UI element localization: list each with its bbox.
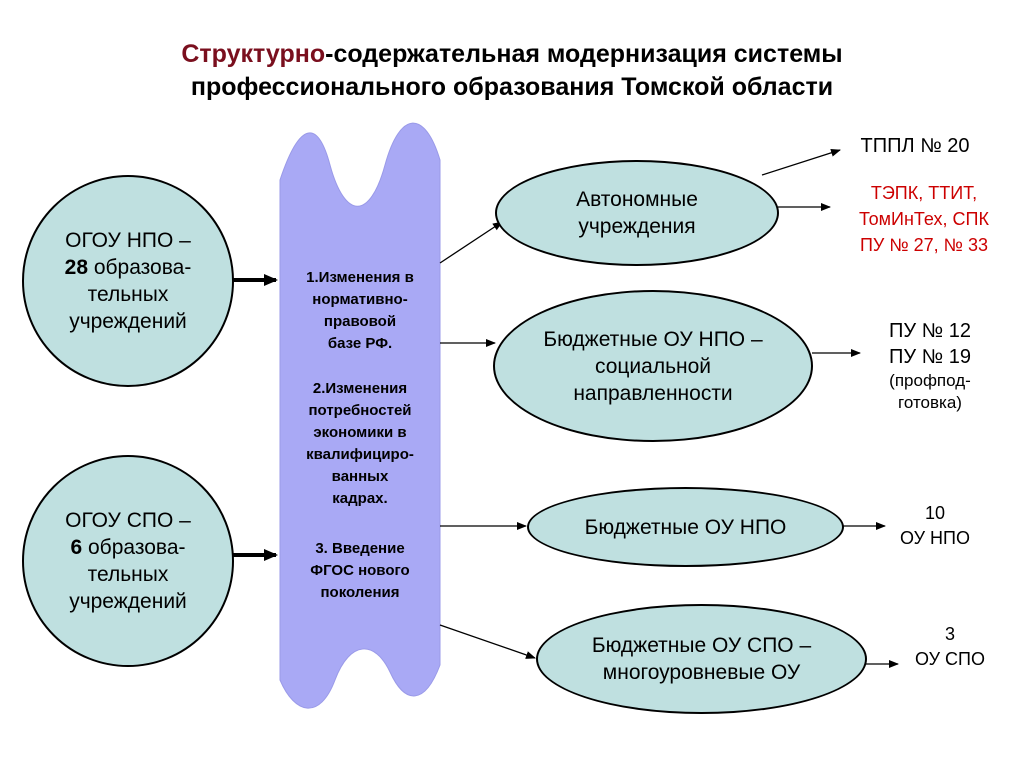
npo-count-line: ОУ НПО <box>900 528 970 548</box>
banner-item-2-line: кадрах. <box>332 490 388 507</box>
title-accent: Структурно <box>181 40 326 68</box>
title-rest: -содержательная модернизация системы <box>325 40 843 68</box>
banner-item-1: 1.Изменения в нормативно- правовой базе … <box>282 267 438 355</box>
budget-spo-line: многоуровневые ОУ <box>602 661 801 684</box>
budget-npo-line: Бюджетные ОУ НПО <box>584 515 787 539</box>
banner-item-1-line: нормативно- <box>312 291 408 308</box>
npo-line-1: ОГОУ НПО – <box>65 229 191 252</box>
npo-count-line: 10 <box>924 503 946 523</box>
title-line-1: Структурно-содержательная модернизация с… <box>0 38 1024 71</box>
title-line-2: профессионального образования Томской об… <box>190 73 834 101</box>
npo-line-2: 28 образова- <box>65 254 192 281</box>
spo-count-line: 3 <box>944 624 955 644</box>
social-note-line: (профпод- <box>889 371 971 390</box>
npo-line-3: тельных <box>87 283 169 306</box>
banner-item-1-line: правовой <box>323 313 397 330</box>
banner-item-3-line: 3. Введение <box>315 540 405 557</box>
spo-line-2: 6 образова- <box>65 534 191 561</box>
outcome-social: ПУ № 12 ПУ № 19 (профпод- готовка) <box>850 318 1010 414</box>
spo-line-2-rest: образова- <box>82 536 186 559</box>
social-outcome-line: ПУ № 19 <box>889 346 971 368</box>
social-outcome-line: ПУ № 12 <box>889 320 971 342</box>
arrow-to-autonomous <box>439 221 503 264</box>
npo-line-4: учреждений <box>69 310 187 333</box>
budget-social-line: Бюджетные ОУ НПО – <box>543 327 763 351</box>
banner-item-1-line: базе РФ. <box>327 335 393 352</box>
outcome-tppl-text: ТППЛ № 20 <box>860 135 970 157</box>
spo-line-4: учреждений <box>69 590 187 613</box>
budget-social-line: направленности <box>573 381 733 405</box>
ogou-spo-ellipse: ОГОУ СПО – 6 образова- тельных учреждени… <box>22 455 234 667</box>
outcome-autonomous-list: ТЭПК, ТТИТ, ТомИнТех, СПК ПУ № 27, № 33 <box>826 180 1022 258</box>
autonomous-line: учреждения <box>578 215 696 238</box>
budget-spo-line: Бюджетные ОУ СПО – <box>591 634 812 657</box>
arrow-to-tppl <box>761 148 841 176</box>
outcome-npo-count: 10 ОУ НПО <box>880 501 990 551</box>
banner-item-3: 3. Введение ФГОС нового поколения <box>282 538 438 604</box>
banner-item-2-line: ванных <box>331 468 389 485</box>
banner-item-2-line: 2.Изменения <box>312 380 408 397</box>
social-note-line: готовка) <box>898 393 962 412</box>
budget-spo-ellipse: Бюджетные ОУ СПО – многоуровневые ОУ <box>536 604 867 714</box>
spo-line-3: тельных <box>87 563 169 586</box>
banner-item-1-line: 1.Изменения в <box>306 269 414 286</box>
page-title: Структурно-содержательная модернизация с… <box>0 38 1024 104</box>
autonomous-ellipse: Автономные учреждения <box>495 160 779 266</box>
budget-social-line: социальной <box>594 354 712 378</box>
banner-item-2: 2.Изменения потребностей экономики в ква… <box>282 378 438 510</box>
budget-npo-ellipse: Бюджетные ОУ НПО <box>527 487 844 567</box>
outcome-tppl: ТППЛ № 20 <box>840 133 990 159</box>
autonomous-list-line: ПУ № 27, № 33 <box>859 235 989 255</box>
banner-item-2-line: квалифициро- <box>306 446 414 463</box>
banner-item-3-line: ФГОС нового <box>310 562 410 579</box>
spo-count-line: ОУ СПО <box>915 649 985 669</box>
arrow-to-budget-spo <box>439 624 536 659</box>
banner-item-2-line: потребностей <box>308 402 412 419</box>
spo-count: 6 <box>70 536 83 559</box>
autonomous-list-line: ТомИнТех, СПК <box>859 209 989 229</box>
autonomous-list-line: ТЭПК, ТТИТ, <box>870 183 978 203</box>
autonomous-line: Автономные <box>576 188 698 211</box>
banner-item-2-line: экономики в <box>313 424 407 441</box>
banner-item-3-line: поколения <box>320 584 400 601</box>
ogou-npo-ellipse: ОГОУ НПО – 28 образова- тельных учрежден… <box>22 175 234 387</box>
spo-line-1: ОГОУ СПО – <box>65 509 191 532</box>
outcome-spo-count: 3 ОУ СПО <box>895 622 1005 672</box>
npo-count: 28 <box>64 256 88 279</box>
budget-social-ellipse: Бюджетные ОУ НПО – социальной направленн… <box>493 290 813 442</box>
npo-line-2-rest: образова- <box>88 256 192 279</box>
change-factors-banner <box>279 122 441 709</box>
